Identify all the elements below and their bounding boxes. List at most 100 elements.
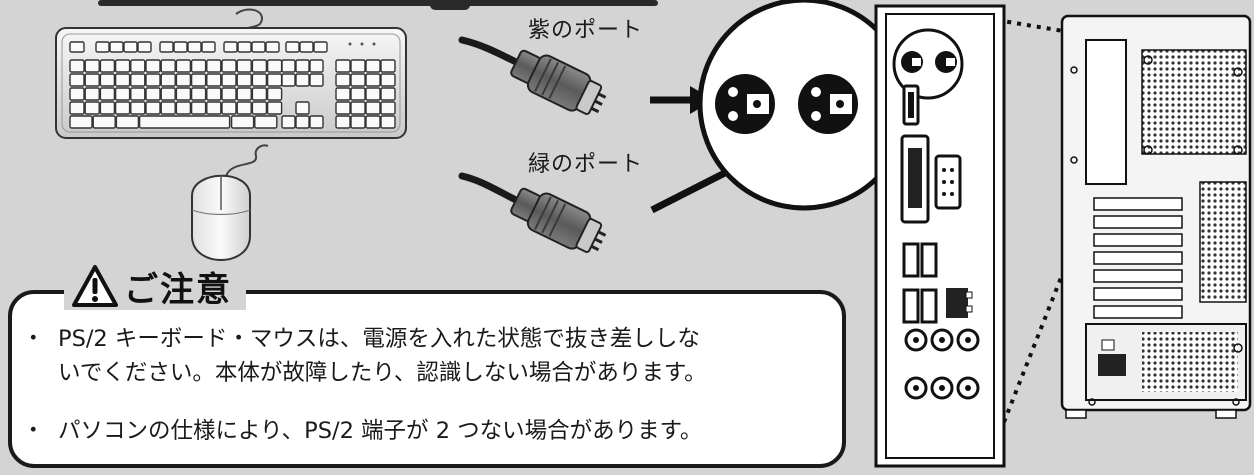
keyboard-key (160, 73, 176, 87)
keyboard-key (251, 59, 268, 73)
keyboard-key (380, 59, 396, 73)
keyboard-key (251, 73, 268, 87)
keyboard-key (84, 73, 100, 87)
keyboard-key (295, 59, 310, 73)
keyboard-key (99, 59, 116, 73)
io-panel (874, 4, 1006, 468)
keyboard-key (206, 101, 222, 115)
keyboard-key (251, 41, 266, 53)
keyboard-key (365, 59, 381, 73)
keyboard-key (114, 73, 131, 87)
mouse-icon (191, 144, 269, 261)
purple-port-label: 紫のポート (528, 18, 644, 43)
keyboard-key (313, 41, 328, 53)
keyboard-key (221, 101, 237, 115)
caution-item-2: ・パソコンの仕様により、PS/2 端子が 2 つない場合があります。 (22, 414, 702, 448)
keyboard-key (237, 41, 252, 53)
keyboard-key (173, 41, 188, 53)
keyboard-key (206, 87, 222, 101)
keyboard-key (309, 115, 324, 129)
keyboard-key (350, 73, 366, 87)
keyboard-key (365, 87, 381, 101)
keyboard-key (236, 87, 252, 101)
caution-heading: ご注意 (64, 262, 246, 310)
keyboard-key (130, 59, 146, 73)
keyboard-key (175, 87, 192, 101)
keyboard-key (99, 101, 116, 115)
keyboard-key (69, 115, 93, 129)
keyboard-key (266, 101, 283, 115)
caution-item-1: ・ PS/2 キーボード・マウスは、電源を入れた状態で抜き差ししな (22, 322, 700, 356)
keyboard-key (69, 73, 85, 87)
header-remnant (98, 0, 658, 10)
keyboard-key (99, 73, 116, 87)
keyboard-key (145, 101, 161, 115)
caution-item-2-line1: パソコンの仕様により、PS/2 端子が 2 つない場合があります。 (58, 418, 703, 444)
keyboard-key (230, 115, 255, 129)
keyboard-key (295, 101, 310, 115)
keyboard-key (138, 115, 231, 129)
pc-tower-icon (1060, 14, 1252, 419)
keyboard-key (380, 87, 396, 101)
keyboard-key (335, 59, 351, 73)
keyboard-key (335, 101, 351, 115)
ps2-port-green (798, 74, 858, 134)
keyboard-key (266, 59, 283, 73)
keyboard-key (221, 73, 237, 87)
keyboard-key (145, 59, 161, 73)
keyboard-key (99, 87, 116, 101)
keyboard-key (114, 101, 131, 115)
keyboard-icon (55, 8, 407, 139)
keyboard-key (84, 59, 100, 73)
keyboard-key (206, 73, 222, 87)
caution-item-1-line1: PS/2 キーボード・マウスは、電源を入れた状態で抜き差ししな (58, 326, 700, 352)
port-zoom-circle (697, 0, 1131, 423)
keyboard-key (295, 73, 310, 87)
keyboard-key (123, 41, 138, 53)
keyboard-key (350, 115, 366, 129)
keyboard-key (299, 41, 314, 53)
keyboard-key (236, 101, 252, 115)
keyboard-key (95, 41, 110, 53)
keyboard-key (190, 59, 207, 73)
keyboard-key (84, 87, 100, 101)
keyboard-key (175, 101, 192, 115)
ps2-port-purple (715, 74, 775, 134)
keyboard-key (221, 87, 237, 101)
keyboard-key (69, 41, 85, 53)
keyboard-key (201, 41, 216, 53)
bullet: ・ (22, 326, 45, 352)
keyboard-key (236, 73, 252, 87)
keyboard-key (281, 73, 296, 87)
keyboard-key (160, 59, 176, 73)
keyboard-key (109, 41, 124, 53)
keyboard-key (265, 41, 280, 53)
bullet: ・ (22, 418, 45, 444)
keyboard-key (335, 115, 351, 129)
caution-item-1-line2: いでください。本体が故障したり、認識しない場合があります。 (58, 360, 707, 386)
keyboard-key (190, 101, 207, 115)
keyboard-key (309, 73, 324, 87)
keyboard-key (285, 41, 300, 53)
keyboard-key (206, 59, 222, 73)
ps2-plug-keyboard (458, 36, 607, 115)
keyboard-key (114, 59, 131, 73)
ps2-plug-mouse (458, 172, 607, 253)
keyboard-key (130, 73, 146, 87)
keyboard-key (223, 41, 238, 53)
warning-triangle-icon (72, 265, 118, 307)
keyboard-key (236, 59, 252, 73)
keyboard-key (335, 87, 351, 101)
keyboard-key (365, 73, 381, 87)
keyboard-key (295, 115, 310, 129)
keyboard-key (281, 59, 296, 73)
keyboard-key (145, 73, 161, 87)
keyboard-key (251, 101, 268, 115)
keyboard-key (187, 41, 202, 53)
keyboard-key (380, 73, 396, 87)
keyboard-key (160, 87, 176, 101)
green-port-label: 緑のポート (528, 152, 644, 177)
keyboard-key (254, 115, 278, 129)
keyboard-key (380, 115, 396, 129)
keyboard-key (350, 59, 366, 73)
